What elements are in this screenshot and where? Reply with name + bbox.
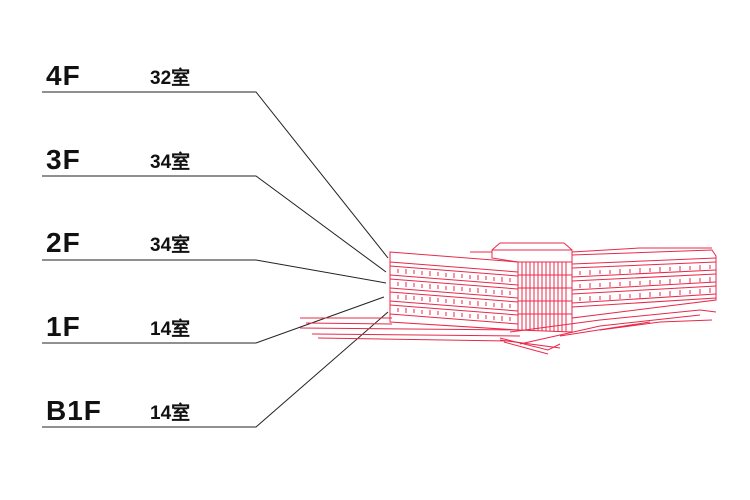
building-illustration bbox=[299, 242, 717, 355]
leader-line-1f bbox=[42, 296, 385, 344]
floor-label: B1F bbox=[46, 395, 102, 426]
left-wing-windows bbox=[397, 269, 511, 321]
room-count: 34室 bbox=[150, 235, 191, 256]
right-wing-floors bbox=[571, 257, 717, 308]
floor-row-4f: 4F 32室 bbox=[42, 52, 262, 92]
site-lines bbox=[299, 309, 717, 349]
tower-top bbox=[491, 242, 573, 263]
left-wing-floors bbox=[389, 261, 519, 325]
leader-line-4f bbox=[42, 91, 389, 259]
room-count: 14室 bbox=[150, 319, 191, 340]
room-count: 32室 bbox=[150, 68, 191, 89]
floor-label: 4F bbox=[46, 60, 81, 91]
floor-row-1f: 1F 14室 bbox=[42, 303, 262, 343]
leader-line-b1f bbox=[42, 311, 389, 428]
tower-floors bbox=[518, 274, 572, 315]
room-count: 34室 bbox=[150, 152, 191, 173]
floor-label: 1F bbox=[46, 311, 81, 342]
ramp bbox=[499, 337, 561, 355]
leader-line-2f bbox=[42, 259, 387, 284]
right-wing bbox=[571, 249, 717, 319]
tower-verticals bbox=[521, 262, 567, 332]
floor-row-b1f: B1F 14室 bbox=[42, 387, 262, 427]
floor-row-2f: 2F 34室 bbox=[42, 219, 262, 259]
room-count: 14室 bbox=[150, 403, 191, 424]
floor-row-3f: 3F 34室 bbox=[42, 136, 262, 176]
leader-line-3f bbox=[42, 175, 387, 273]
right-wing-windows bbox=[579, 265, 711, 301]
floor-label: 2F bbox=[46, 227, 81, 258]
back-wing bbox=[470, 247, 712, 253]
floor-label: 3F bbox=[46, 144, 81, 175]
leader-lines bbox=[42, 91, 389, 428]
